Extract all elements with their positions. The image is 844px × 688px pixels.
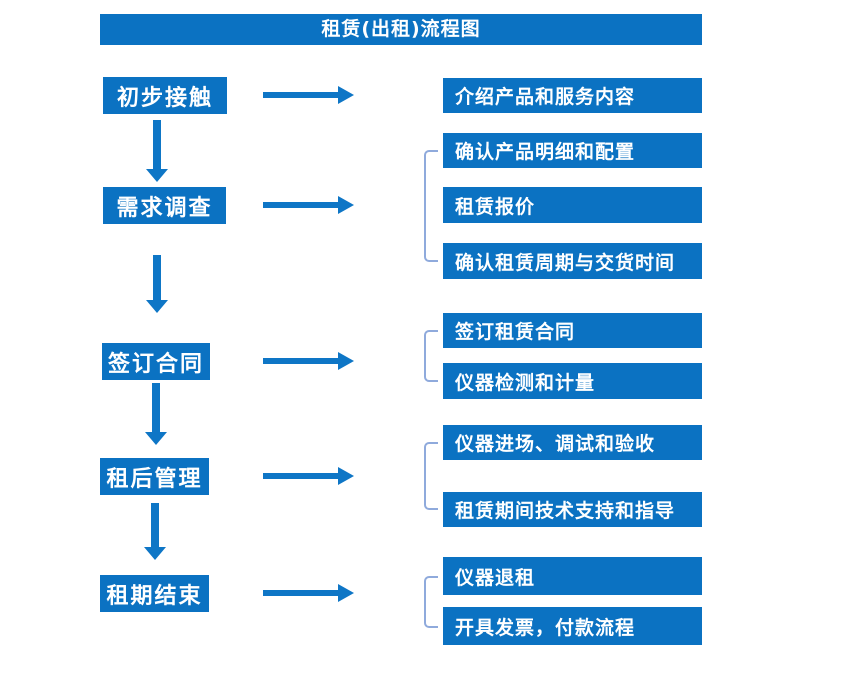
step-box-confirm-product-details: 确认产品明细和配置	[443, 133, 702, 168]
arrow-down-icon	[146, 255, 168, 313]
arrow-right-icon	[263, 467, 354, 485]
stage-box-initial-contact: 初步接触	[103, 77, 227, 114]
group-bracket-icon	[424, 150, 438, 262]
step-box-confirm-rental-period-delivery: 确认租赁周期与交货时间	[443, 243, 702, 279]
step-box-invoice-payment: 开具发票，付款流程	[443, 607, 702, 645]
arrow-down-icon	[146, 120, 168, 182]
arrow-right-icon	[263, 352, 354, 370]
arrow-down-icon	[144, 503, 166, 560]
arrow-right-icon	[263, 196, 354, 214]
arrow-down-icon	[145, 383, 167, 445]
step-box-technical-support: 租赁期间技术支持和指导	[443, 492, 702, 527]
step-box-introduce-products-services: 介绍产品和服务内容	[443, 78, 702, 113]
stage-box-demand-survey: 需求调查	[103, 187, 226, 224]
stage-box-rental-end: 租期结束	[100, 575, 209, 612]
step-box-instrument-inspection: 仪器检测和计量	[443, 363, 702, 399]
arrow-right-icon	[263, 584, 354, 602]
group-bracket-icon	[424, 330, 438, 382]
group-bracket-icon	[424, 576, 438, 628]
arrow-right-icon	[263, 86, 354, 104]
step-box-instrument-return: 仪器退租	[443, 557, 702, 595]
stage-box-post-rental-management: 租后管理	[100, 458, 209, 495]
group-bracket-icon	[424, 442, 438, 510]
step-box-rental-quotation: 租赁报价	[443, 187, 702, 223]
stage-box-sign-contract: 签订合同	[102, 343, 210, 380]
flowchart-title: 租赁(出租)流程图	[100, 14, 702, 45]
step-box-instrument-setup-acceptance: 仪器进场、调试和验收	[443, 425, 702, 460]
step-box-sign-rental-contract: 签订租赁合同	[443, 313, 702, 348]
